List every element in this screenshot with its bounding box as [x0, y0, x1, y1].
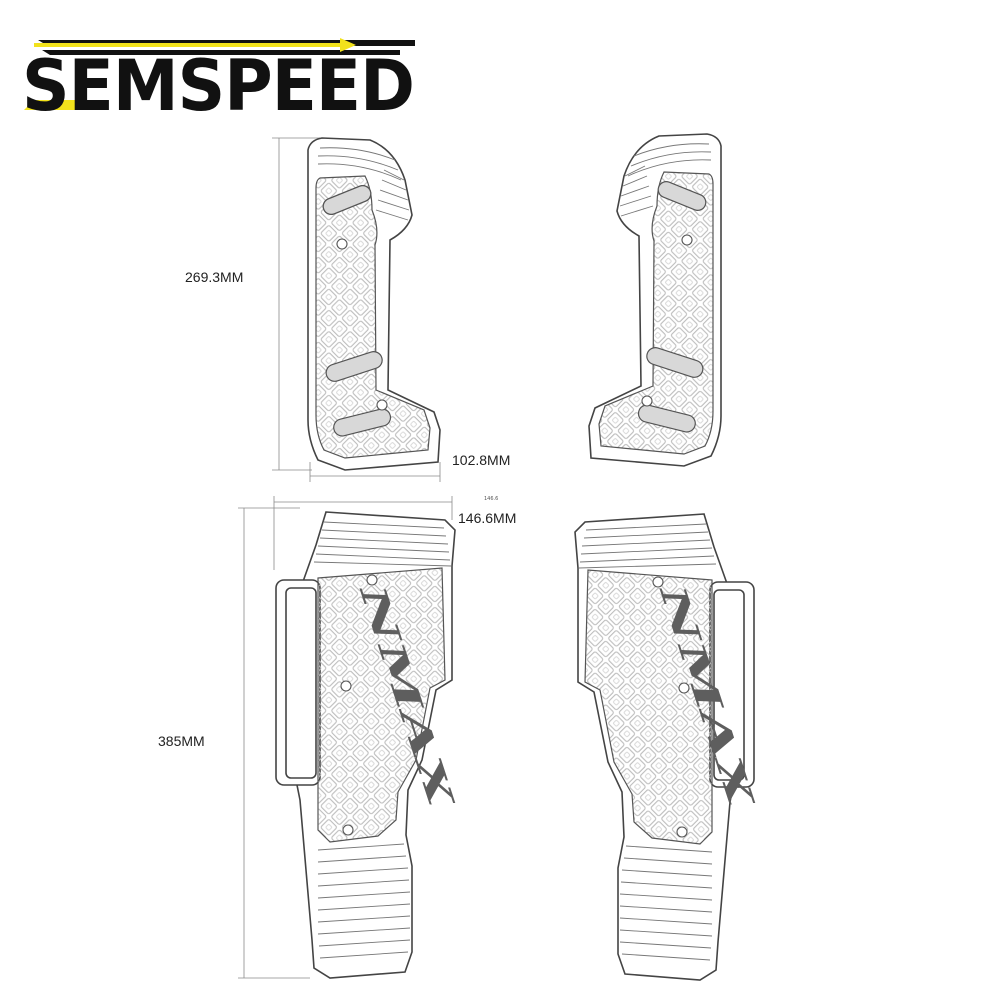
bolt-icon [676, 826, 688, 838]
bolt-icon [678, 682, 690, 694]
bolt-icon [681, 234, 693, 246]
bolt-icon [336, 238, 348, 250]
top-right-floorboard [588, 133, 722, 467]
top-left-floorboard [272, 137, 441, 482]
bolt-icon [376, 399, 388, 411]
brand-logo: SEMSPEED [22, 38, 415, 127]
top-height-label: 269.3MM [185, 269, 243, 285]
top-ridges [313, 521, 452, 567]
bottom-width-label: 146.6MM [458, 510, 516, 526]
top-ridges [317, 147, 410, 221]
bolt-icon [340, 680, 352, 692]
top-width-label: 102.8MM [452, 452, 510, 468]
bolt-icon [342, 824, 354, 836]
bolt-icon [652, 576, 664, 588]
bottom-width-tick-label: 146.6 [484, 496, 498, 502]
logo-swoosh-icon [24, 38, 415, 110]
bottom-left-floorboard: NMAX [238, 496, 461, 979]
bolt-icon [366, 574, 378, 586]
bottom-ridges [317, 843, 411, 959]
bolt-icon [641, 395, 653, 407]
logo-arrow-icon [340, 38, 356, 52]
logo-wordmark: SEMSPEED [22, 45, 414, 127]
bottom-height-label: 385MM [158, 733, 205, 749]
bottom-right-floorboard [574, 513, 755, 981]
